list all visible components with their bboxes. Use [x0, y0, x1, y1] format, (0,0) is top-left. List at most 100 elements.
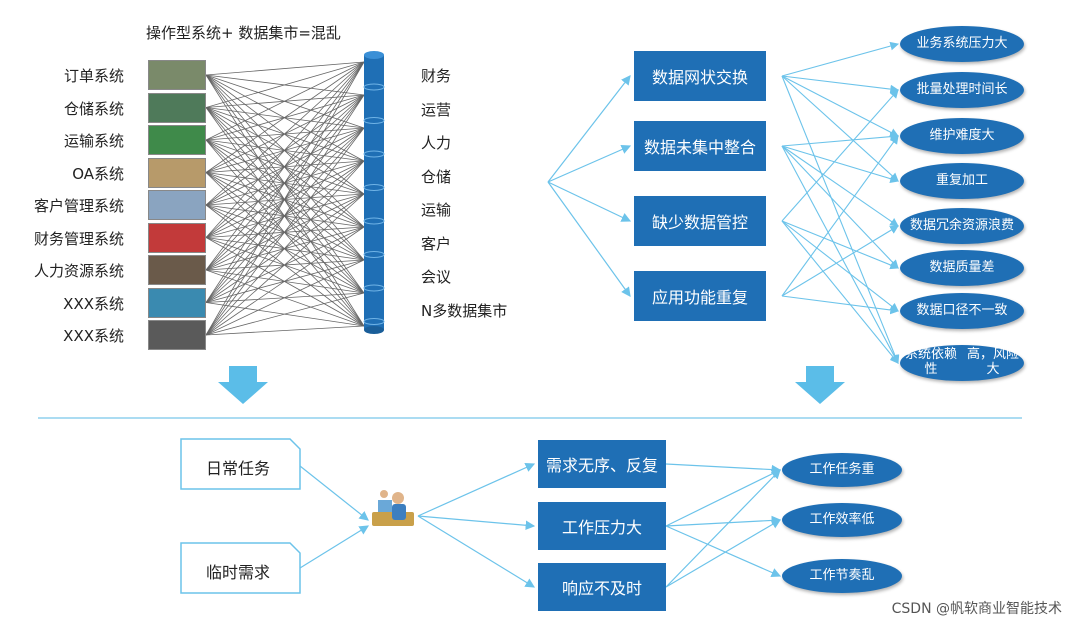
cylinder-ring [363, 251, 385, 258]
flow-arrow [665, 515, 782, 527]
effect-arrow [781, 75, 900, 365]
effect-ellipse: 维护难度大 [900, 118, 1024, 154]
problem-arrow [547, 75, 631, 183]
system-label: OA系统 [72, 164, 124, 183]
issue-box: 需求无序、反复 [538, 440, 666, 488]
flow-arrow [665, 469, 782, 527]
system-label: XXX系统 [63, 327, 124, 345]
effect-text-line: 业务系统压 [916, 35, 982, 51]
effect-arrow [781, 75, 900, 94]
effect-arrow [781, 220, 899, 312]
system-label: 客户管理系统 [33, 197, 124, 215]
mesh-line [205, 94, 365, 336]
result-text: 工作任务重 [809, 461, 875, 477]
mesh-line [205, 160, 365, 336]
problem-arrow [547, 144, 632, 183]
mesh-line [205, 61, 365, 336]
mesh-line [205, 61, 365, 271]
effect-text-line: 数据质量差 [929, 259, 995, 275]
effect-text-line: 批量处理时 [916, 81, 982, 97]
mart-label: 仓储 [421, 167, 452, 186]
mesh-line [205, 61, 365, 238]
system-thumbnail [148, 157, 206, 188]
mesh-line [205, 61, 365, 303]
mesh-line [205, 61, 365, 108]
cylinder-ring [363, 284, 385, 292]
mesh-line [205, 61, 365, 206]
flow-arrow [417, 515, 536, 588]
system-label: 人力资源系统 [33, 262, 124, 280]
effect-text-line: 数据口径不 [916, 302, 982, 318]
effect-arrow [781, 225, 899, 297]
effect-arrow [781, 145, 899, 269]
effect-arrow [781, 135, 899, 297]
effect-text-line: 一致 [981, 302, 1008, 318]
system-thumbnail [148, 320, 206, 350]
mesh-line [205, 292, 365, 336]
effect-fan-arrows [781, 41, 900, 365]
mart-label: 客户 [421, 234, 452, 253]
mesh-line [205, 259, 365, 336]
result-ellipse: 工作效率低 [782, 503, 902, 537]
effect-text-line: 数据冗余 [909, 217, 962, 233]
flow-arrow [665, 469, 781, 588]
result-ellipse: 工作任务重 [782, 453, 902, 487]
mart-label: 人力 [421, 134, 452, 152]
system-label: 仓储系统 [63, 99, 124, 118]
system-thumbnail [148, 255, 206, 285]
system-label: 订单系统 [63, 67, 124, 85]
result-text: 工作节奏乱 [809, 567, 875, 583]
doc-shape-adhoc [180, 542, 301, 594]
flow-arrow [665, 519, 782, 588]
cylinder-ring [363, 150, 385, 158]
system-thumbnail [148, 125, 206, 155]
cylinder-ring [363, 217, 385, 225]
effect-text-line: 资源浪费 [962, 217, 1015, 233]
people-icon [372, 490, 414, 526]
flow-arrow [299, 525, 370, 569]
mesh-line [205, 325, 365, 336]
effect-arrow [781, 220, 900, 270]
mesh-line [205, 61, 365, 173]
effect-ellipse: 数据口径不一致 [900, 293, 1024, 329]
system-mart-mesh [205, 61, 365, 336]
issue-box: 工作压力大 [538, 502, 666, 550]
effect-arrow [781, 295, 900, 315]
watermark: CSDN @帆软商业智能技术 [891, 601, 1062, 617]
system-thumbnail [148, 60, 206, 90]
cylinder-ring [363, 318, 385, 325]
system-label: 运输系统 [63, 132, 124, 150]
effect-arrow [781, 145, 899, 364]
cylinder-ring [363, 184, 385, 191]
down-arrow-left [218, 366, 268, 404]
effect-text-line: 重复加工 [935, 172, 988, 188]
diagram-title: 操作型系统+ 数据集市=混乱 [146, 24, 341, 42]
effect-arrow [781, 89, 899, 222]
problem-arrow [547, 181, 632, 222]
problem-box: 数据未集中整合 [634, 121, 766, 171]
effect-arrow [781, 220, 899, 364]
effect-arrow [781, 75, 899, 137]
problem-fan-arrows [547, 75, 632, 297]
system-label: 财务管理系统 [33, 229, 124, 248]
mart-label: N多数据集市 [421, 301, 508, 320]
effect-text-line: 系统依赖性 [904, 347, 957, 377]
system-thumbnail [148, 287, 206, 318]
data-mart-cylinder [363, 51, 385, 334]
mesh-line [205, 193, 365, 336]
effect-arrow [781, 132, 900, 147]
mesh-line [205, 226, 365, 336]
effect-text-line: 间长 [981, 81, 1008, 97]
flow-arrow [665, 463, 782, 475]
system-thumbnail [148, 92, 206, 123]
doc-shape-daily [180, 438, 301, 490]
mesh-line [205, 61, 365, 76]
result-ellipse: 工作节奏乱 [782, 559, 902, 593]
problem-box: 缺少数据管控 [634, 196, 766, 246]
mart-label: 财务 [421, 67, 452, 85]
input-daily-task: 日常任务 [206, 459, 271, 478]
mart-label: 运输 [421, 201, 452, 219]
effect-arrow [781, 75, 899, 182]
effect-text-line: 维护难度大 [929, 127, 995, 143]
